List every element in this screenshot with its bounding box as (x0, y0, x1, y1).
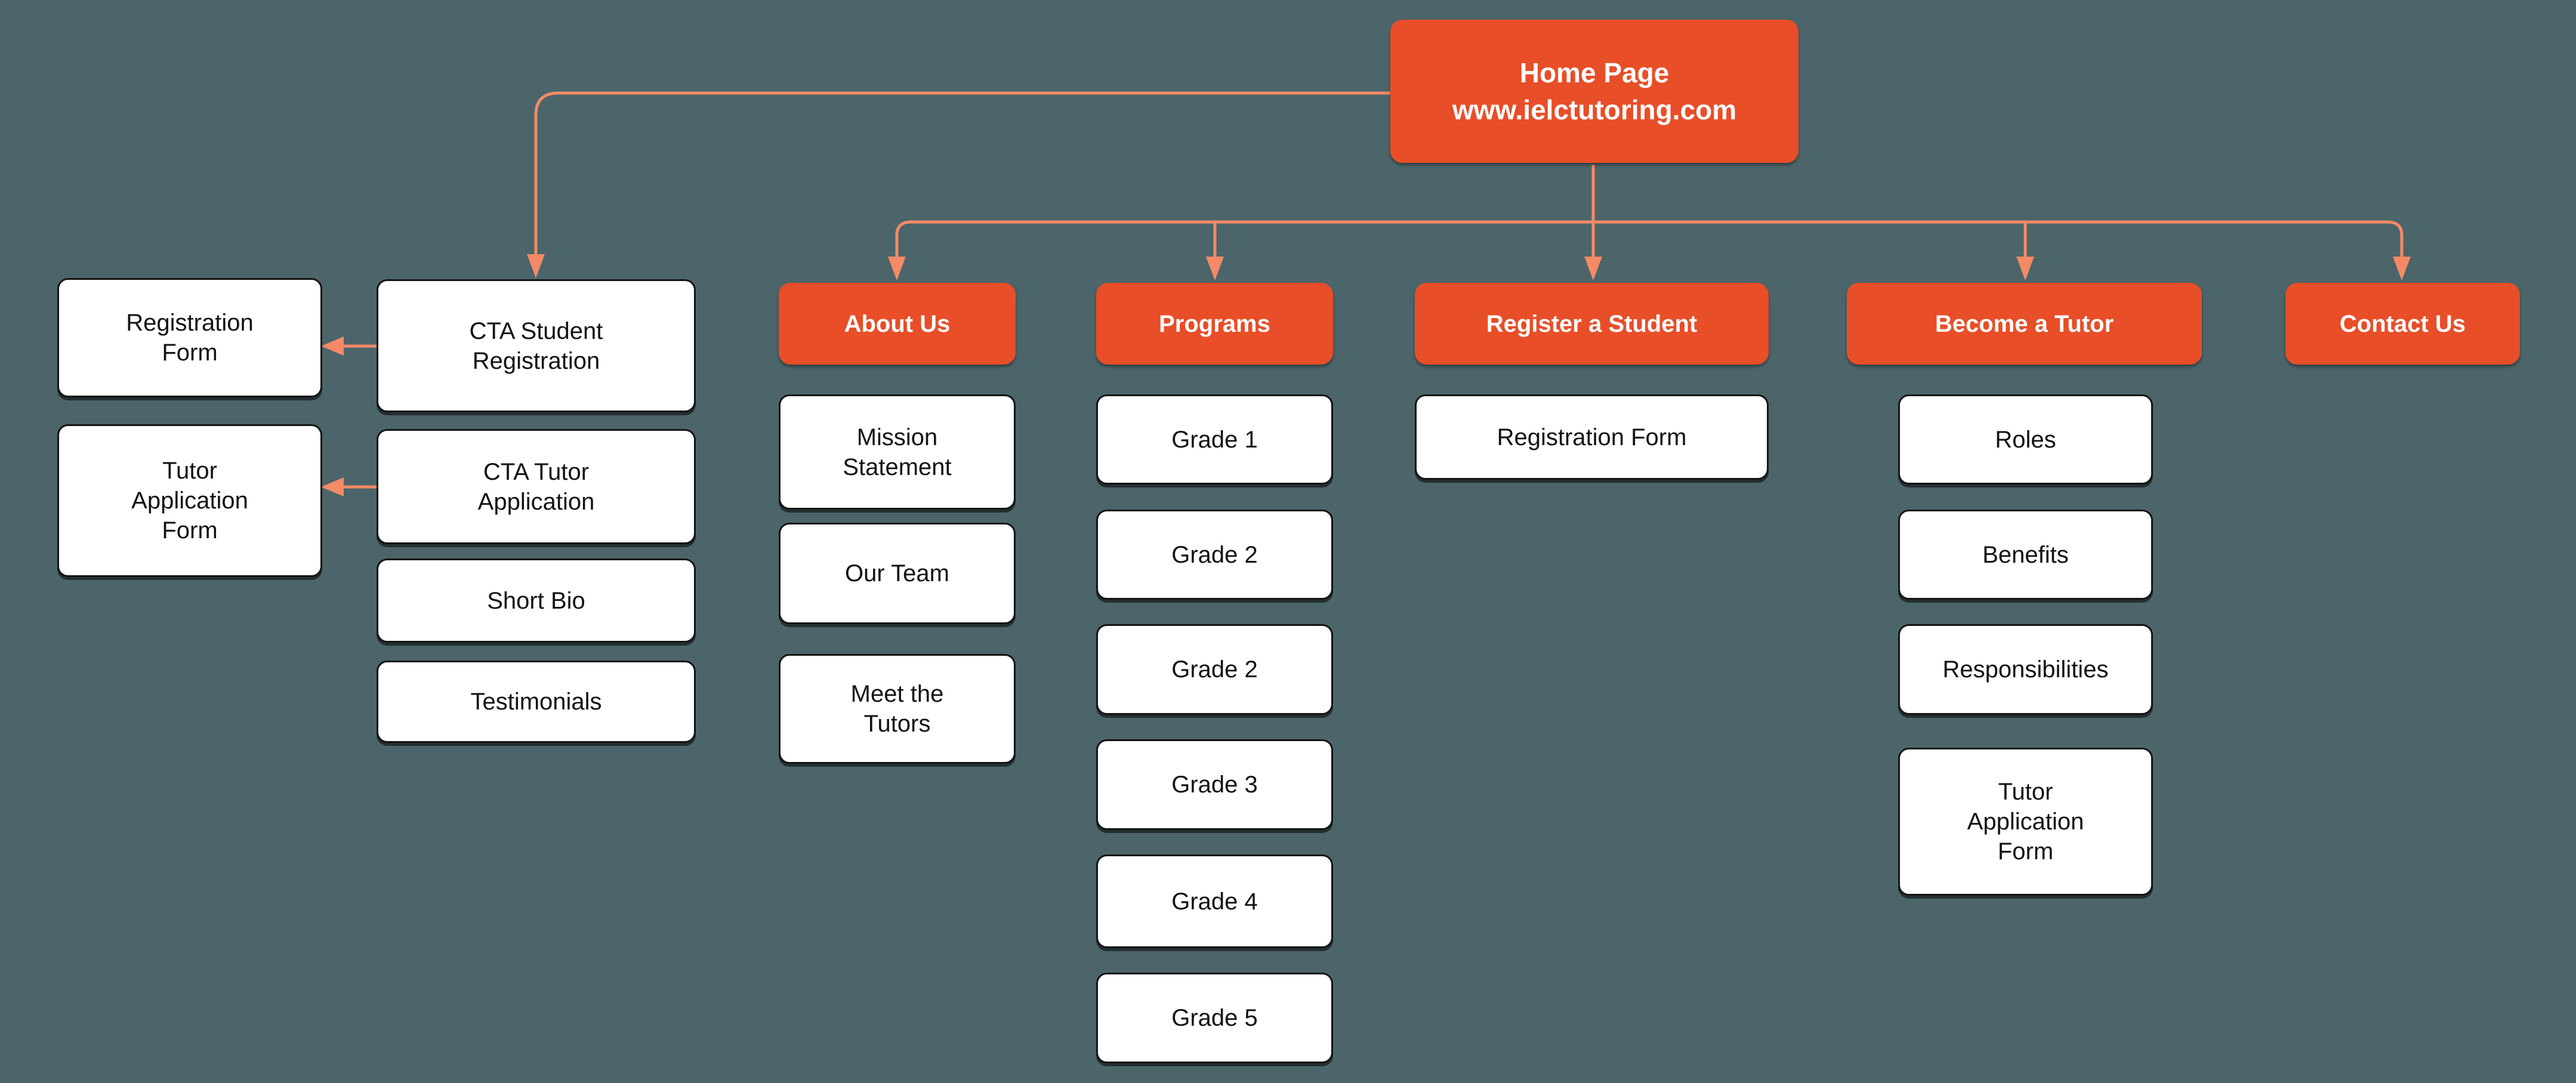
contact-us-label: Contact Us (2339, 310, 2466, 337)
our-team-label: Our Team (845, 560, 949, 587)
responsibilities-label: Responsibilities (1942, 656, 2109, 683)
testimonials-label: Testimonials (470, 689, 602, 715)
benefits-label: Benefits (1982, 541, 2069, 568)
node-short-bio[interactable]: Short Bio (377, 559, 696, 643)
node-benefits[interactable]: Benefits (1898, 510, 2153, 600)
about-us-label: About Us (844, 310, 951, 337)
tutor-application-form-child-label: Tutor Application Form (1967, 779, 2084, 865)
node-mission-statement[interactable]: Mission Statement (779, 394, 1016, 510)
node-tutor-application-form-child[interactable]: Tutor Application Form (1898, 748, 2153, 896)
grade-1-label: Grade 1 (1171, 426, 1258, 453)
arrowhead-about-us (888, 257, 906, 280)
grade-4-label: Grade 4 (1171, 888, 1258, 915)
node-tutor-application-form[interactable]: Tutor Application Form (57, 424, 322, 577)
node-grade-3[interactable]: Grade 3 (1096, 739, 1333, 830)
meet-the-tutors-label: Meet the Tutors (850, 681, 944, 737)
grade-5-label: Grade 5 (1171, 1005, 1258, 1031)
node-grade-5[interactable]: Grade 5 (1096, 973, 1333, 1063)
registration-form-child-label: Registration Form (1497, 424, 1687, 451)
node-our-team[interactable]: Our Team (779, 523, 1016, 624)
tutor-application-form-label: Tutor Application Form (131, 458, 248, 544)
programs-label: Programs (1159, 310, 1270, 337)
node-roles[interactable]: Roles (1898, 394, 2153, 485)
arrowhead-contact (2393, 257, 2411, 280)
arrowhead-programs (1206, 257, 1224, 280)
node-contact-us[interactable]: Contact Us (2285, 283, 2520, 365)
node-testimonials[interactable]: Testimonials (377, 661, 696, 743)
node-responsibilities[interactable]: Responsibilities (1898, 624, 2153, 715)
node-cta-tutor-application[interactable]: CTA Tutor Application (377, 429, 696, 544)
node-about-us[interactable]: About Us (779, 283, 1016, 365)
node-meet-the-tutors[interactable]: Meet the Tutors (779, 654, 1016, 764)
grade-3-label: Grade 3 (1171, 772, 1258, 798)
node-programs[interactable]: Programs (1096, 283, 1333, 365)
arrowhead-register (1584, 257, 1602, 280)
arrowhead-tutor-application-form (321, 477, 344, 496)
grade-2-label: Grade 2 (1171, 541, 1258, 568)
become-a-tutor-label: Become a Tutor (1935, 310, 2114, 337)
node-grade-2[interactable]: Grade 2 (1096, 510, 1333, 600)
arrowhead-registration-form (321, 337, 344, 356)
mission-statement-label: Mission Statement (843, 424, 952, 480)
node-grade-4[interactable]: Grade 4 (1096, 854, 1333, 948)
arrowhead-cta-student (527, 254, 545, 278)
grade-2-duplicate-label: Grade 2 (1171, 656, 1258, 683)
node-home-page[interactable]: Home Page www.ielctutoring.com (1390, 20, 1798, 163)
home-page-label: Home Page www.ielctutoring.com (1452, 57, 1737, 125)
short-bio-label: Short Bio (487, 587, 585, 614)
connector-home-to-cta-student (534, 91, 1392, 255)
cta-student-registration-label: CTA Student Registration (469, 317, 603, 374)
node-grade-1[interactable]: Grade 1 (1096, 394, 1333, 485)
roles-label: Roles (1995, 426, 2056, 453)
node-become-a-tutor[interactable]: Become a Tutor (1847, 283, 2202, 365)
node-registration-form-child[interactable]: Registration Form (1415, 394, 1769, 480)
registration-form-label: Registration Form (126, 310, 254, 366)
node-grade-2-duplicate[interactable]: Grade 2 (1096, 624, 1333, 715)
register-a-student-label: Register a Student (1486, 310, 1698, 337)
node-register-a-student[interactable]: Register a Student (1415, 283, 1769, 365)
cta-tutor-application-label: CTA Tutor Application (477, 458, 595, 515)
arrowhead-become (2016, 257, 2034, 280)
node-cta-student-registration[interactable]: CTA Student Registration (377, 279, 696, 412)
node-registration-form[interactable]: Registration Form (57, 278, 322, 397)
connector-bus (895, 220, 2404, 258)
